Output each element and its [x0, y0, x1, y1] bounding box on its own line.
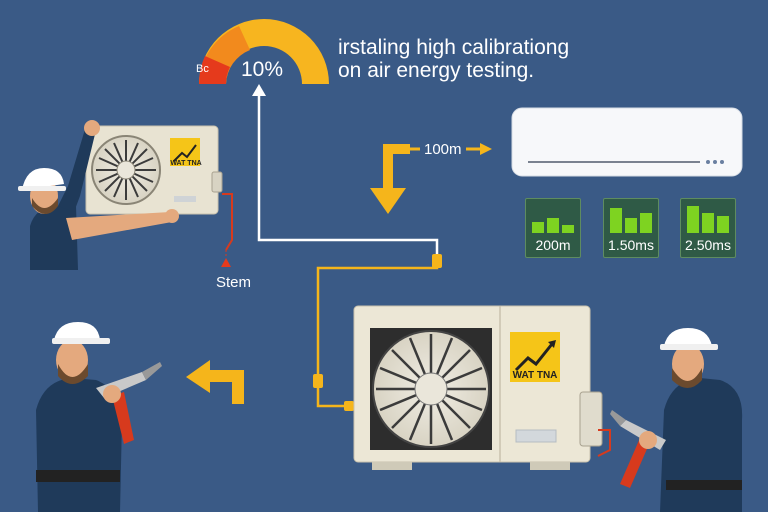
signal-line [252, 84, 439, 258]
distance-label: 100m [424, 141, 462, 158]
technician-bottom-right [610, 328, 743, 512]
metric-bar [702, 213, 714, 233]
small-unit-badge-text: WAT TNA [170, 160, 202, 167]
caption-line-2: on air energy testing. [338, 59, 535, 82]
metric-bar [562, 224, 574, 233]
gauge-side-label: Bc [196, 63, 209, 75]
metric-bar [625, 217, 637, 233]
indoor-ac-unit [511, 107, 743, 177]
small-outdoor-unit [85, 125, 223, 215]
metric-card-1: 200m [525, 198, 581, 258]
caption-line-1: irstaling high calibrationg [338, 36, 570, 59]
trend-up-icon [173, 144, 197, 162]
technician-bottom-left [36, 322, 162, 512]
metric-card-3: 2.50ms [680, 198, 736, 258]
metric-label-1: 200m [535, 237, 571, 253]
metric-bars-3 [687, 205, 729, 233]
technician-top-left [18, 120, 179, 270]
metric-bar [610, 207, 622, 233]
arrow-up-icon [252, 84, 266, 96]
arrow-down-icon [370, 144, 410, 214]
arrow-left-curve-icon [186, 360, 244, 404]
metric-bar [717, 216, 729, 233]
metric-bar [640, 213, 652, 233]
gauge-percent-label: 10% [240, 58, 284, 81]
metric-bars-2 [610, 205, 652, 233]
metric-label-3: 2.50ms [685, 237, 731, 253]
metric-card-2: 1.50ms [603, 198, 659, 258]
large-outdoor-unit [353, 305, 611, 470]
large-unit-badge-text: WAT TNA [512, 370, 558, 381]
trend-up-icon [514, 343, 554, 372]
metric-bar [687, 206, 699, 233]
diagram-caption: irstaling high calibrationg on air energ… [338, 36, 638, 82]
metric-label-2: 1.50ms [608, 237, 654, 253]
efficiency-gauge [198, 19, 329, 84]
metric-bars-1 [532, 205, 574, 233]
metric-bar [547, 217, 559, 233]
metric-bar [532, 221, 544, 233]
stem-label: Stem [216, 274, 252, 291]
refrigerant-pipe [313, 254, 442, 411]
warning-triangle-icon [221, 193, 233, 267]
